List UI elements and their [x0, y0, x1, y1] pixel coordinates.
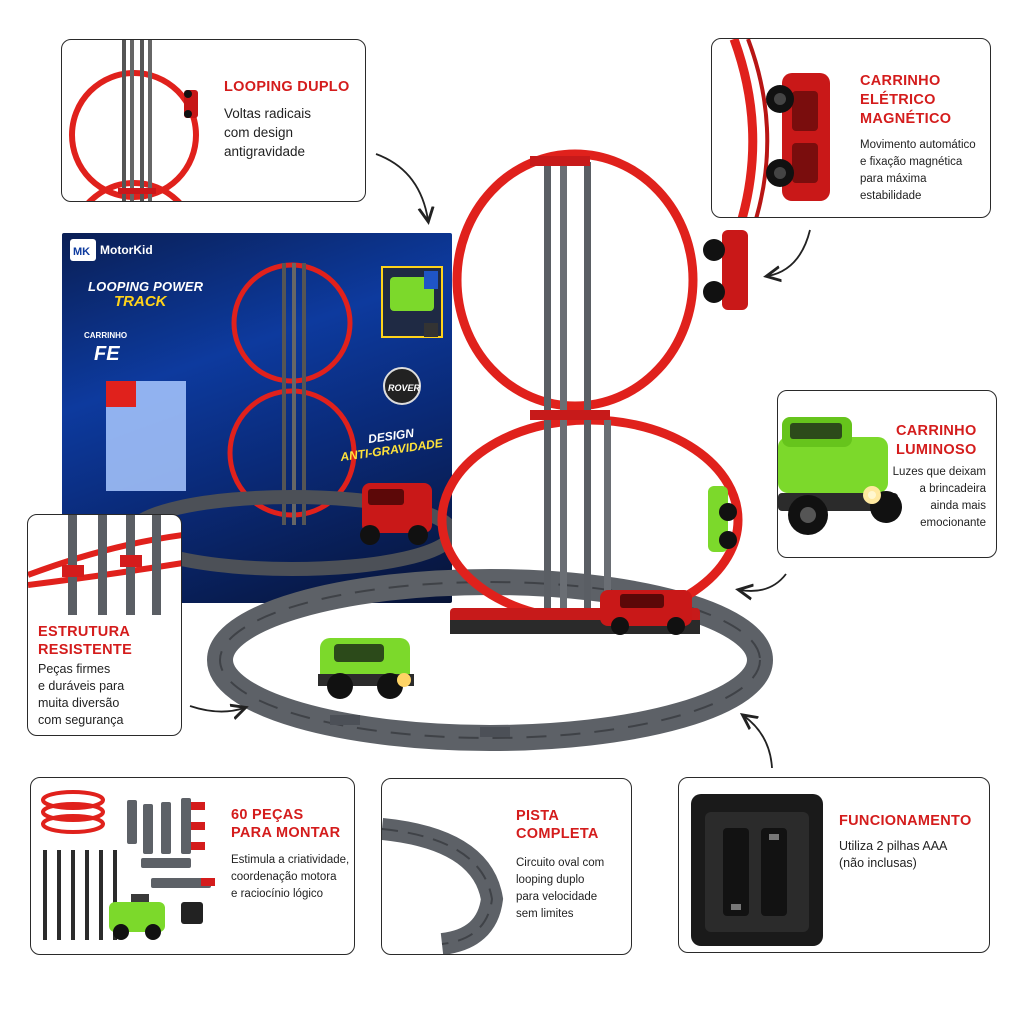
magnetic-car-closeup-image	[729, 39, 830, 217]
feature-text-line: com design	[224, 125, 294, 140]
feature-text-line: Movimento automático	[860, 139, 976, 151]
feature-title-line: CARRINHO	[860, 73, 941, 89]
feature-text-line: com segurança	[38, 713, 124, 727]
box-brand-logo: MotorKid	[100, 243, 153, 257]
feature-text-line: ainda mais	[930, 500, 986, 512]
main-track-image	[207, 149, 773, 751]
feature-card-funcionamento: FUNCIONAMENTO Utiliza 2 pilhas AAA (não …	[678, 777, 990, 953]
feature-title-line: CARRINHO	[896, 423, 977, 439]
feature-text-line: Circuito oval com	[516, 857, 605, 869]
feature-text-line: Peças firmes	[38, 662, 111, 676]
feature-text-line: coordenação motora	[231, 871, 337, 883]
box-title-line1: LOOPING POWER	[88, 279, 204, 294]
feature-card-pista-completa: PISTA COMPLETA Circuito oval com looping…	[381, 778, 632, 955]
feature-text-line: e raciocínio lógico	[231, 888, 324, 900]
feature-card-60-pecas: 60 PEÇAS PARA MONTAR Estimula a criativi…	[30, 777, 355, 955]
track-curve-image	[382, 818, 504, 954]
feature-title-line: ELÉTRICO	[860, 92, 936, 108]
box-title-line2: TRACK	[114, 293, 167, 310]
battery-compartment-image	[691, 794, 823, 946]
feature-card-carrinho-luminoso: CARRINHO LUMINOSO Luzes que deixam a bri…	[777, 390, 997, 558]
feature-text-line: a brincadeira	[919, 483, 986, 495]
feature-title-line: LUMINOSO	[896, 442, 977, 458]
feature-text-line: muita diversão	[38, 696, 120, 710]
feature-text-line: Utiliza 2 pilhas AAA	[839, 839, 948, 853]
feature-text-line: estabilidade	[860, 190, 922, 202]
feature-text-line: Luzes que deixam	[892, 466, 986, 478]
feature-text-line: Voltas radicais	[224, 106, 312, 121]
looping-closeup-image	[69, 40, 199, 201]
feature-title: FUNCIONAMENTO	[839, 813, 972, 829]
box-badge-big: FE	[94, 343, 120, 365]
feature-text-line: (não inclusas)	[839, 856, 917, 870]
product-box-art: MK ROVER	[70, 239, 452, 576]
feature-text-line: antigravidade	[224, 144, 306, 159]
feature-text-line: para máxima	[860, 173, 927, 185]
feature-card-carrinho-eletrico: CARRINHO ELÉTRICO MAGNÉTICO Movimento au…	[711, 38, 991, 218]
green-car-closeup-image	[778, 417, 902, 535]
feature-title-line: PISTA	[516, 808, 560, 824]
feature-title-line: COMPLETA	[516, 826, 599, 842]
feature-text-line: para velocidade	[516, 891, 598, 903]
feature-text-line: Estimula a criatividade,	[231, 854, 350, 866]
structure-closeup-image	[28, 515, 181, 615]
feature-title-line: 60 PEÇAS	[231, 807, 304, 823]
svg-text:MK: MK	[73, 246, 90, 258]
feature-text-line: e duráveis para	[38, 679, 125, 693]
feature-text-line: emocionante	[920, 517, 986, 529]
feature-title-line: MAGNÉTICO	[860, 111, 952, 127]
box-badge-label: CARRINHO	[84, 331, 128, 340]
feature-title: LOOPING DUPLO	[224, 79, 350, 95]
feature-card-looping-duplo: LOOPING DUPLO Voltas radicais com design…	[61, 39, 366, 202]
feature-text-line: sem limites	[516, 908, 574, 920]
feature-title-line: PARA MONTAR	[231, 825, 341, 841]
feature-title-line: ESTRUTURA	[38, 624, 131, 640]
svg-text:ROVER: ROVER	[388, 383, 421, 393]
feature-title-line: RESISTENTE	[38, 642, 133, 658]
feature-card-estrutura-resistente: ESTRUTURA RESISTENTE Peças firmes e durá…	[27, 514, 182, 736]
feature-text-line: looping duplo	[516, 874, 585, 886]
feature-text-line: e fixação magnética	[860, 156, 963, 168]
parts-kit-image	[41, 790, 215, 940]
